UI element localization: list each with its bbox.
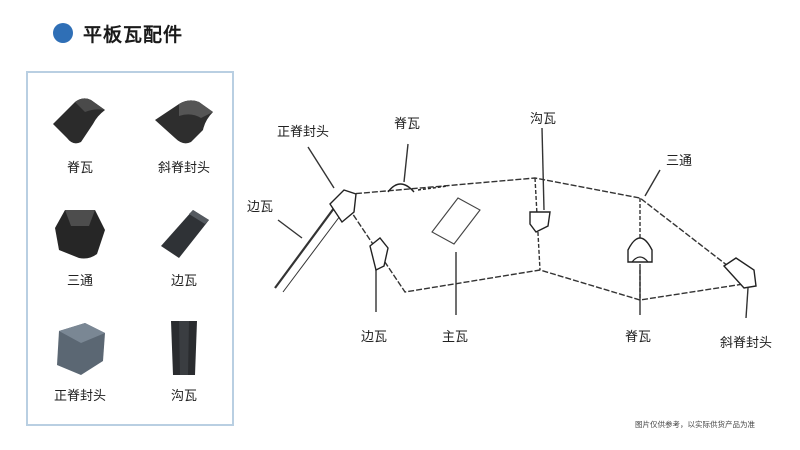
part-card-ridge-tile: 脊瓦 (28, 85, 132, 176)
three-way-icon (28, 198, 132, 268)
label-hip-end-cap: 斜脊封头 (720, 336, 773, 351)
label-ridge-tile-bottom: 脊瓦 (625, 330, 652, 345)
edge-tile-icon (132, 198, 236, 268)
part-label: 三通 (66, 274, 93, 289)
hip-end-cap-icon (132, 85, 236, 155)
part-card-hip-end-cap: 斜脊封头 (132, 85, 236, 176)
part-card-edge-tile: 边瓦 (132, 198, 236, 289)
label-main-tile: 主瓦 (442, 330, 469, 345)
label-three-way: 三通 (666, 154, 693, 169)
label-edge-tile-left: 边瓦 (247, 200, 274, 215)
ridge-end-cap-shape (329, 189, 357, 224)
footnote: 图片仅供参考，以实际供货产品为准 (635, 420, 755, 429)
label-edge-tile-bottom: 边瓦 (361, 330, 388, 345)
hip-end-cap-shape (722, 257, 757, 289)
ridge-tile-top-shape (387, 183, 415, 193)
part-card-ridge-end-cap: 正脊封头 (28, 313, 132, 404)
label-ridge-end-cap: 正脊封头 (277, 125, 330, 140)
title-bullet-icon (53, 23, 73, 43)
main-tile-shape (431, 197, 481, 245)
part-label: 边瓦 (170, 274, 197, 289)
edge-tile-bottom-shape (369, 237, 389, 272)
valley-tile-icon (132, 313, 236, 383)
part-label: 沟瓦 (170, 389, 197, 404)
parts-panel: 脊瓦 斜脊封头 三通 边瓦 (26, 71, 234, 426)
ridge-tile-bottom-shape (627, 237, 653, 263)
valley-tile-shape (529, 211, 551, 233)
part-card-valley-tile: 沟瓦 (132, 313, 236, 404)
ridge-tile-icon (28, 85, 132, 155)
part-label: 斜脊封头 (157, 161, 210, 176)
part-label: 正脊封头 (53, 389, 106, 404)
label-ridge-tile-top: 脊瓦 (394, 117, 421, 132)
page-title: 平板瓦配件 (83, 24, 184, 46)
roof-diagram (274, 127, 757, 319)
ridge-end-cap-icon (28, 313, 132, 383)
label-valley-tile: 沟瓦 (530, 112, 557, 127)
part-card-three-way: 三通 (28, 198, 132, 289)
part-label: 脊瓦 (66, 161, 93, 176)
